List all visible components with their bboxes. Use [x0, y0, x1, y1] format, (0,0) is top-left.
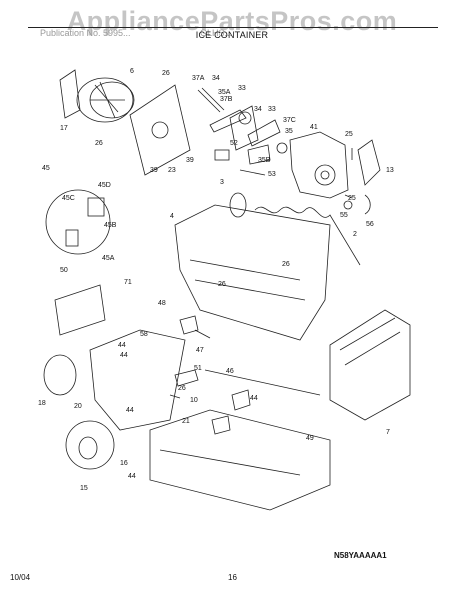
part-label: 13 [386, 167, 394, 174]
part-47 [194, 329, 211, 339]
part-wheel-3 [229, 192, 247, 218]
part-label: 6 [130, 68, 134, 75]
part-housing-41 [289, 131, 349, 199]
inset-bulb-16 [65, 420, 115, 470]
part-label: 44 [126, 407, 134, 414]
part-label: 25 [348, 195, 356, 202]
part-rod-46 [204, 369, 321, 396]
part-label: 41 [310, 124, 318, 131]
part-gear-34 [209, 109, 247, 133]
part-label: 45 [42, 165, 50, 172]
part-label: 37A [192, 75, 205, 82]
part-label: 16 [120, 460, 128, 467]
part-label: 3 [220, 179, 224, 186]
part-panel-17 [59, 69, 81, 119]
part-motor-18 [43, 354, 77, 396]
part-auger-2 [254, 206, 361, 266]
part-bracket-44 [231, 389, 251, 411]
part-screw-25 [344, 148, 353, 199]
part-48 [179, 315, 199, 335]
part-label: 39 [150, 167, 158, 174]
part-label: 39 [186, 157, 194, 164]
part-label: 33 [238, 85, 246, 92]
part-label: 2 [353, 231, 357, 238]
part-label: 48 [158, 300, 166, 307]
part-tray-49 [149, 409, 331, 511]
part-label: 45A [102, 255, 115, 262]
part-label: 23 [168, 167, 176, 174]
part-motor-bracket-58 [89, 329, 186, 431]
part-blade-13 [357, 139, 381, 186]
part-label: 37B [220, 96, 233, 103]
part-label: 35A [218, 89, 231, 96]
part-label: 47 [196, 347, 204, 354]
inset-switch-45 [45, 189, 111, 255]
part-label: 50 [60, 267, 68, 274]
part-gear-37A [197, 87, 225, 113]
part-ice-bucket-4 [174, 204, 331, 341]
part-52 [214, 149, 230, 161]
part-label: 45C [62, 195, 75, 202]
page-title: ICE CONTAINER [195, 30, 269, 40]
model-number-2: GLHS... [200, 28, 233, 38]
part-label: 34 [212, 75, 220, 82]
part-10 [169, 394, 181, 399]
part-label: 4 [170, 213, 174, 220]
part-label: 55 [340, 212, 348, 219]
part-label: 26 [218, 281, 226, 288]
part-label: 45D [98, 182, 111, 189]
part-55 [343, 200, 353, 210]
part-gear-37B [229, 105, 259, 151]
part-label: 53 [268, 171, 276, 178]
part-51 [174, 369, 199, 387]
part-label: 51 [194, 365, 202, 372]
part-56 [364, 194, 371, 215]
diagram-code: N58YAAAAA1 [334, 551, 387, 560]
part-label: 15 [80, 485, 88, 492]
part-label: 17 [60, 125, 68, 132]
part-label: 25 [345, 131, 353, 138]
part-35B [247, 144, 271, 165]
part-label-group: 6 26 37A 34 35A 33 37B 34 33 41 25 17 26… [38, 68, 394, 492]
part-cover-7 [329, 309, 411, 421]
model-number: Publication No. 5995... [40, 28, 131, 38]
part-label: 26 [282, 261, 290, 268]
part-gear-35 [247, 119, 281, 147]
part-label: 37C [283, 117, 296, 124]
part-label: 44 [118, 342, 126, 349]
exploded-parts-diagram: 6 26 37A 34 35A 33 37B 34 33 41 25 17 26… [38, 68, 411, 511]
part-label: 7 [386, 429, 390, 436]
part-label: 20 [74, 403, 82, 410]
part-label: 45B [104, 222, 117, 229]
part-label: 44 [120, 352, 128, 359]
part-label: 34 [254, 106, 262, 113]
part-label: 52 [230, 140, 238, 147]
part-panel-71 [54, 284, 106, 336]
part-label: 26 [95, 140, 103, 147]
part-label: 58 [140, 331, 148, 338]
part-bracket-23 [129, 84, 191, 176]
part-label: 35 [285, 128, 293, 135]
part-auger-6 [76, 77, 134, 123]
page-number: 16 [228, 573, 237, 582]
part-label: 26 [162, 70, 170, 77]
part-label: 44 [128, 473, 136, 480]
watermark: AppliancePartsPros.com [66, 6, 398, 36]
footer-date: 10/04 [10, 573, 31, 582]
part-label: 21 [182, 418, 190, 425]
part-label: 49 [306, 435, 314, 442]
part-label: 18 [38, 400, 46, 407]
part-53 [239, 169, 266, 176]
part-label: 35B [258, 157, 271, 164]
header-rule [28, 27, 438, 28]
part-label: 44 [250, 395, 258, 402]
part-label: 26 [178, 385, 186, 392]
part-label: 56 [366, 221, 374, 228]
part-37C [276, 142, 288, 154]
part-label: 33 [268, 106, 276, 113]
part-label: 46 [226, 368, 234, 375]
part-label: 71 [124, 279, 132, 286]
part-label: 10 [190, 397, 198, 404]
